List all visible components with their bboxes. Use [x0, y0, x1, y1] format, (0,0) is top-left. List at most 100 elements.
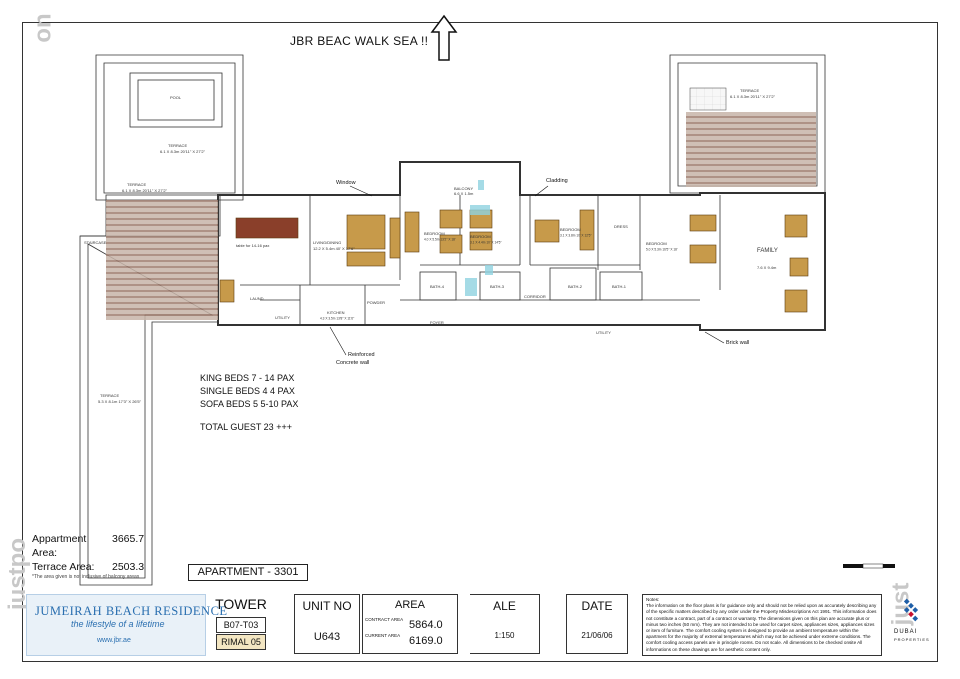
room-label-bedroom: BEDROOM [424, 231, 445, 236]
room-label-bath: BATH-2 [568, 284, 582, 289]
brand-name: JUMEIRAH BEACH RESIDENCE [35, 604, 228, 618]
room-dims: 6.6 X 1.5m [454, 191, 474, 196]
area-cell: AREA CONTRACT AREA 5864.0 CURRENT AREA 6… [362, 594, 458, 654]
area-summary: Appartment Area: 3665.7 Terrace Area: 2503… [32, 532, 144, 574]
room-label-balcony: BALCONY [454, 186, 474, 191]
terrace-area-value: 2503.3 [112, 561, 145, 573]
unit-cell: UNIT NO U643 [294, 594, 360, 654]
tower-code: B07-T03 [216, 617, 266, 633]
room-label-powder: POWDER [367, 300, 385, 305]
terrace-area-label: Terrace Area: [32, 561, 95, 573]
room-label-utility: UTILITY [275, 315, 290, 320]
apartment-area-value: 3665.7 [112, 533, 145, 545]
room-label-pool: POOL [170, 95, 182, 100]
room-label-terrace: TERRACE [740, 88, 760, 93]
room-dims: 5.3 X 8.1m 17'3" X 26'5" [98, 399, 142, 404]
date-label: DATE [581, 599, 613, 613]
beds-single: SINGLE BEDS 4 4 PAX [200, 386, 295, 396]
terrace-left-top [95, 54, 244, 201]
room-dims: 5.0 X 5.3m 16'5" X 18' [646, 247, 678, 252]
dubai-properties-logo: DUBAI PROPERTIES [888, 594, 934, 656]
area-note: *The area given is not inclusive of balc… [32, 574, 140, 580]
room-dims: 7.6 X 9.4m [757, 265, 777, 270]
room-label-corridor: CORRIDOR [524, 294, 546, 299]
bed [579, 209, 595, 251]
bed [784, 214, 808, 238]
graphic-scale-bar [843, 563, 895, 569]
brand-tagline: the lifestyle of a lifetime [71, 619, 165, 629]
notes-panel: Notes: The information on the floor plan… [642, 594, 882, 656]
sofa [346, 251, 386, 267]
notes-title: Notes: [646, 597, 660, 602]
drawing-sheet-border [22, 22, 938, 662]
room-label-bath: BATH-3 [490, 284, 504, 289]
callout-brick-wall: Brick wall [726, 340, 750, 346]
callout-reinforced: Concrete wall [336, 360, 370, 366]
bed [439, 234, 463, 254]
tower-label: TOWER [215, 596, 267, 612]
room-dims: 4.0 X 5.5m 13'2" X 18' [424, 237, 456, 242]
room-dims: 3.1 X 3.8m 10' X 12'5" [560, 233, 592, 238]
apartment-title: APARTMENT - 3301 [188, 564, 308, 581]
callout-cladding: Cladding [546, 178, 568, 184]
dubai-logo-text: DUBAI [894, 629, 918, 635]
scale-cell: ALE 1:150 [470, 594, 540, 654]
scale-value: 1:150 [494, 631, 515, 640]
sofa [219, 279, 235, 303]
room-label-terrace: TERRACE [100, 393, 120, 398]
room-dims: 6.1 X 8.3m 20'11" X 27'2" [730, 94, 775, 99]
room-label-staircase: STAIRCASE [84, 240, 107, 245]
bed [439, 209, 463, 229]
terrace-right [669, 54, 826, 194]
date-cell: DATE 21/06/06 [566, 594, 628, 654]
bed [689, 244, 717, 264]
room-label-foyer: FOYER [430, 320, 444, 325]
room-label-family: FAMILY [757, 248, 778, 254]
room-label-living: LIVING/DINING [313, 240, 342, 245]
room-label-dress: DRESS [614, 224, 628, 229]
room-dims: 6.1 X 8.3m 20'11" X 27'2" [122, 188, 167, 193]
scale-label: ALE [493, 599, 516, 613]
bed [534, 219, 560, 243]
current-area-label: CURRENT AREA [365, 633, 401, 638]
dubai-logo-icon [903, 598, 919, 622]
tower-name: RIMAL 05 [216, 634, 266, 650]
decking-right [686, 112, 816, 187]
room-label-bedroom: BEDROOM [470, 234, 491, 239]
unit-value: U643 [313, 631, 341, 643]
beds-summary: KING BEDS 7 - 14 PAX SINGLE BEDS 4 4 PAX… [200, 372, 298, 434]
bed [689, 214, 717, 232]
pool [129, 72, 223, 128]
jbr-brand-panel: JUMEIRAH BEACH RESIDENCE the lifestyle o… [26, 594, 227, 656]
room-dims: 4.3 X 3.5m 13'8" X 11'6" [320, 316, 355, 321]
bed [404, 211, 420, 253]
bed [784, 289, 808, 313]
room-dims: 6.1 X 8.3m 20'11" X 27'2" [160, 149, 205, 154]
dubai-logo-sub: PROPERTIES [894, 637, 930, 642]
room-dims: 12.2 X 5.4m 40' X 17'6" [313, 246, 355, 251]
room-label-terrace: TERRACE [168, 143, 188, 148]
room-label-terrace: TERRACE [127, 182, 147, 187]
area-label: AREA [395, 599, 425, 611]
unit-label: UNIT NO [302, 599, 352, 613]
dining-table [235, 217, 299, 239]
room-label-kitchen: KITCHEN [327, 310, 345, 315]
notes-body: The information on the floor plans is fo… [646, 603, 877, 652]
sofa [389, 217, 401, 259]
bed [469, 231, 493, 251]
sofa [346, 214, 386, 250]
contract-area-value: 5864.0 [409, 619, 443, 631]
apartment-area-label: Appartment Area: [32, 533, 87, 559]
room-label-bath: BATH-1 [612, 284, 626, 289]
contract-area-label: CONTRACT AREA [365, 617, 404, 622]
room-dims: 3.1 X 4.4m 10' X 14'5" [470, 240, 502, 245]
apartment-outline [217, 161, 826, 331]
brand-url: www.jbr.ae [97, 637, 131, 644]
room-label-laundry: LAUND [250, 296, 264, 301]
date-value: 21/06/06 [581, 631, 613, 640]
current-area-value: 6169.0 [409, 635, 443, 647]
room-label-utility: UTILITY [596, 330, 611, 335]
beds-king: KING BEDS 7 - 14 PAX [200, 373, 295, 383]
callout-window: Window [336, 180, 356, 186]
